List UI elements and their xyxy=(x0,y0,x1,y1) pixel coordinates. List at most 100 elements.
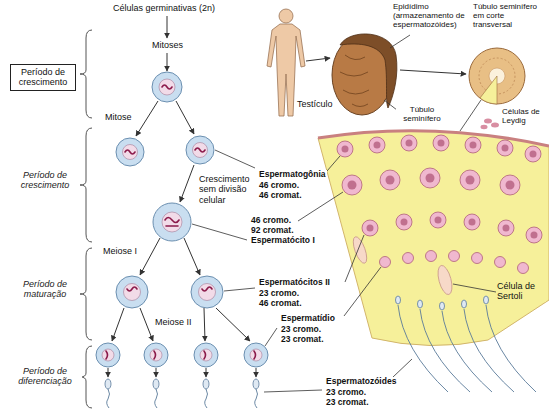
leader-line xyxy=(327,156,340,171)
spermatid xyxy=(403,253,414,264)
zoom-line xyxy=(460,100,481,131)
leydig-cell xyxy=(481,125,488,129)
leader-line xyxy=(393,359,412,377)
nucleus xyxy=(124,284,141,301)
sperm-tail xyxy=(255,389,258,408)
nucleus xyxy=(367,225,374,232)
spermatid xyxy=(472,253,483,264)
nucleus xyxy=(123,145,138,160)
leydig-cells xyxy=(481,119,500,130)
spermatogonium xyxy=(369,137,385,153)
chromatid-count: 23 cromat. xyxy=(280,335,325,345)
arrow xyxy=(204,308,205,341)
nucleus xyxy=(466,176,475,185)
spermatocyte-i xyxy=(342,175,362,195)
arrow xyxy=(136,101,158,136)
process-label: Meiose I xyxy=(102,246,138,256)
chromatid-count: 46 cromat. xyxy=(258,299,303,309)
spermatocyte-ii xyxy=(430,212,446,228)
cell xyxy=(194,343,218,367)
nucleus xyxy=(386,176,395,185)
chromosome xyxy=(165,218,179,227)
spermatocyte-i xyxy=(500,175,520,195)
nucleus xyxy=(438,140,445,147)
cell xyxy=(152,72,182,102)
nucleus xyxy=(531,232,538,239)
nucleus xyxy=(193,143,208,158)
spermatid xyxy=(495,257,506,268)
nucleus xyxy=(469,219,476,226)
sperm-head xyxy=(105,379,111,389)
arrow xyxy=(206,368,207,377)
stage-name: Espermatídio xyxy=(280,314,336,324)
sperm-head xyxy=(396,296,401,304)
sperm-head xyxy=(484,296,489,304)
process-label: Células germinativas (2n) xyxy=(112,3,216,13)
period-box: Período de crescimento xyxy=(10,64,76,91)
part-label: Túbulo seminífero em corte transversal xyxy=(472,3,546,29)
stage-name: Espermatogônia xyxy=(258,170,327,180)
spermatogonium xyxy=(401,135,417,151)
sertoli-cell xyxy=(435,264,454,296)
cell xyxy=(153,203,191,241)
spermatid xyxy=(426,251,437,262)
chromosome xyxy=(162,85,172,89)
stage-name: Espermatócitos II xyxy=(258,278,331,288)
nucleus xyxy=(406,140,413,147)
arrow xyxy=(180,165,194,202)
leader-line xyxy=(192,224,247,240)
arrow xyxy=(184,238,200,275)
arrow xyxy=(400,70,466,74)
period-label: Período de crescimento xyxy=(10,170,80,191)
part-label: Túbulo seminífero xyxy=(396,106,448,124)
spermatocyte-ii xyxy=(498,220,514,236)
chromosome xyxy=(204,351,206,359)
process-label: Mitose xyxy=(104,112,133,122)
testicle xyxy=(332,34,397,115)
part-label: Células de Leydig xyxy=(501,108,546,126)
chromosome-count: 46 cromo. xyxy=(258,181,300,191)
leader-line xyxy=(224,288,255,291)
chromosome xyxy=(125,150,135,154)
spermatogonium xyxy=(433,135,449,151)
chromosome-count: 46 cromo. xyxy=(250,216,292,226)
chromosome xyxy=(127,287,137,291)
cell xyxy=(96,343,120,367)
wedge-body xyxy=(318,131,549,346)
nucleus xyxy=(150,349,162,361)
process-label: Mitoses xyxy=(151,40,184,50)
leader-lines xyxy=(192,150,496,392)
sperm-head xyxy=(462,300,467,308)
chromosome xyxy=(106,351,108,359)
leydig-cell xyxy=(484,119,492,124)
spermatocyte-i xyxy=(380,170,400,190)
spermatogonium xyxy=(497,140,513,156)
chromatid-count: 23 cromat. xyxy=(325,398,370,408)
nucleus xyxy=(342,146,349,153)
nucleus xyxy=(348,181,357,190)
nucleus xyxy=(102,349,114,361)
sperm-tail xyxy=(155,389,158,408)
spermatocyte-ii xyxy=(396,214,412,230)
bracket xyxy=(80,128,92,242)
arrow xyxy=(216,308,250,341)
leader-line xyxy=(344,267,381,316)
chromosome-count: 23 cromo. xyxy=(258,289,300,299)
process-label: Crescimento sem divisão celular xyxy=(198,174,258,205)
spermatocyte-i xyxy=(460,170,480,190)
spermatocyte-ii xyxy=(362,220,378,236)
chromatid-count: 46 cromat. xyxy=(258,191,303,201)
leader-line xyxy=(215,150,255,168)
epididymis xyxy=(340,34,397,108)
sperm-tail xyxy=(107,389,110,408)
spermatozoa xyxy=(105,379,259,408)
nucleus xyxy=(506,181,515,190)
spermatid xyxy=(449,251,460,262)
leader-line xyxy=(345,235,364,282)
sperm-head xyxy=(418,300,423,308)
spermatocyte-i xyxy=(420,168,440,188)
cell xyxy=(191,276,223,308)
spermatid xyxy=(380,257,391,268)
nucleus xyxy=(200,349,212,361)
